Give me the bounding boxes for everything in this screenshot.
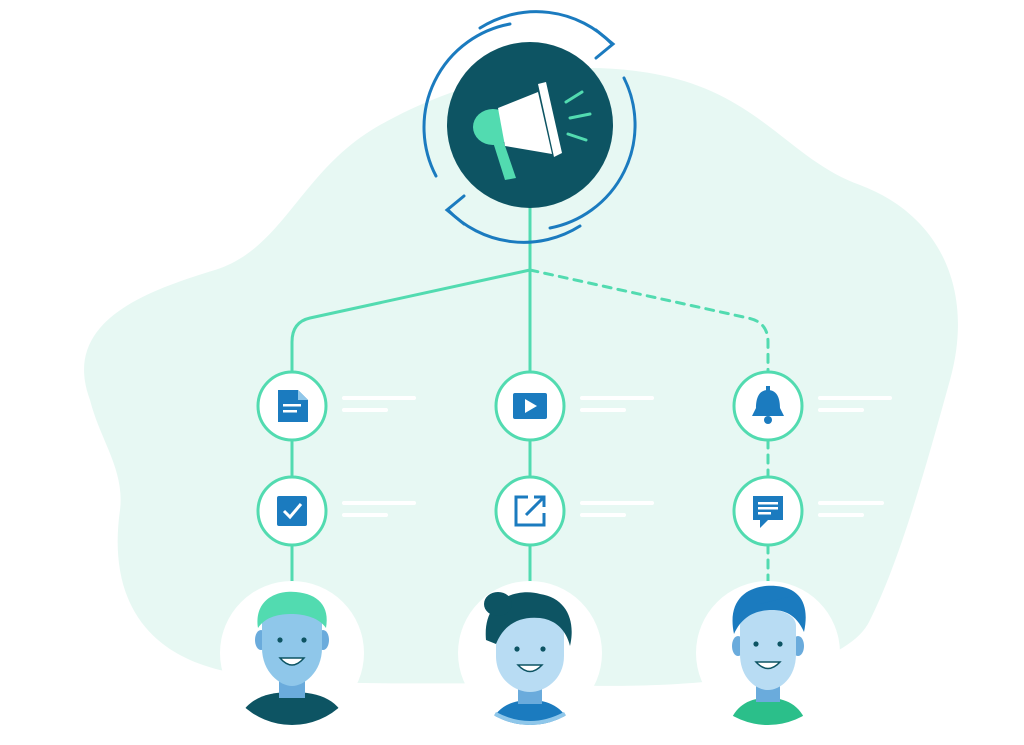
node-right-2 [732, 475, 804, 547]
node-left-1 [256, 370, 328, 442]
right-branch-line [528, 268, 770, 374]
avatar-dark-hair [458, 581, 602, 725]
avatar-mint-hair [220, 581, 364, 725]
connector-lines [290, 203, 770, 587]
megaphone-icon [473, 82, 592, 180]
node-left-2 [256, 475, 328, 547]
document-icon [278, 390, 308, 422]
node-right-1 [732, 370, 804, 442]
node-center-1-placeholder-text [580, 396, 654, 412]
video-play-icon [513, 393, 547, 419]
refresh-cycle-icon [422, 10, 637, 244]
left-branch-line [290, 268, 532, 374]
external-link-icon [514, 495, 546, 527]
bell-icon [752, 386, 784, 424]
node-left-2-placeholder-text [342, 501, 416, 517]
node-right-2-placeholder-text [818, 501, 884, 517]
node-center-2-placeholder-text [580, 501, 654, 517]
checkbox-icon [277, 496, 307, 526]
hub-node [447, 42, 613, 208]
chat-message-icon [753, 496, 783, 528]
node-left-1-placeholder-text [342, 396, 416, 412]
node-center-2 [494, 475, 566, 547]
node-center-1 [494, 370, 566, 442]
avatar-blue-hair [696, 581, 840, 725]
node-right-1-placeholder-text [818, 396, 892, 412]
